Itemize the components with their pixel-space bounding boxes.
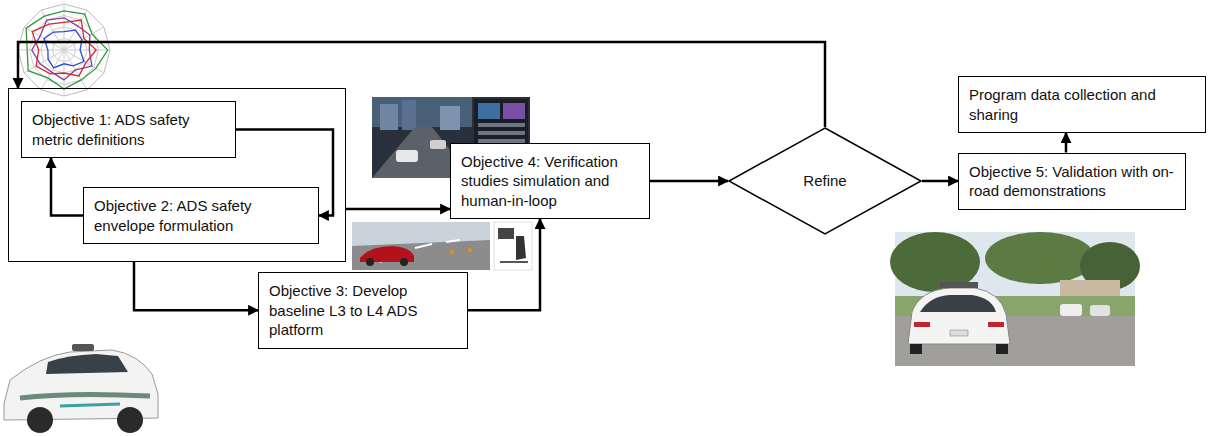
tail-light: [988, 322, 1004, 327]
sky: [352, 222, 490, 270]
roof-sensor: [940, 282, 978, 288]
car: [396, 150, 418, 162]
process-box: Objective 4: Verification studies simula…: [450, 143, 650, 220]
rig-frame: [500, 261, 528, 263]
radar-ring: [18, 4, 110, 96]
car: [430, 140, 446, 149]
flow-arrow: [1065, 133, 1068, 153]
diamond-shape: [729, 128, 921, 234]
tail-light: [914, 322, 930, 327]
wheel: [910, 344, 922, 354]
radar-series: [32, 20, 96, 76]
building: [440, 106, 460, 130]
panel-tile: [478, 103, 500, 119]
tree: [985, 232, 1095, 284]
driving-simulator: [352, 222, 532, 270]
panel-row: [478, 131, 525, 135]
process-box: Program data collection and sharing: [958, 76, 1206, 133]
cone: [468, 248, 472, 252]
building: [402, 100, 416, 130]
wheel: [366, 258, 374, 266]
flow-arrow: [468, 219, 540, 310]
building: [380, 104, 398, 130]
radar-series: [44, 30, 84, 68]
group-box: Objective 1: ADS safety metric definitio…: [8, 88, 346, 262]
cone: [450, 250, 454, 254]
test-car: [908, 288, 1010, 344]
flow-arrow: [134, 262, 258, 310]
node-text: Objective 2: ADS safety envelope formula…: [94, 196, 308, 235]
wheel: [27, 407, 53, 433]
flow-arrow: [346, 208, 450, 211]
rear-window: [920, 295, 996, 312]
car-window: [46, 354, 128, 374]
radar-spokes: [18, 4, 110, 96]
wheel: [400, 258, 408, 266]
flow-arrow: [650, 180, 728, 183]
cockpit-photo: [494, 222, 532, 270]
node-text: Program data collection and sharing: [969, 85, 1195, 124]
car-stripe: [60, 404, 120, 406]
radar-series: [26, 11, 108, 89]
process-box: Objective 1: ADS safety metric definitio…: [21, 101, 236, 158]
on-road-photo: [890, 232, 1140, 366]
node-text: Objective 1: ADS safety metric definitio…: [32, 110, 225, 149]
roof-sensor: [72, 344, 94, 351]
panel-tile: [503, 103, 525, 119]
parked-car: [1060, 304, 1082, 316]
flow-arrow: [51, 158, 83, 216]
flow-arrow: [922, 180, 958, 183]
wheel: [117, 407, 143, 433]
ground: [352, 240, 490, 270]
wheel: [996, 344, 1008, 354]
node-text: Refine: [803, 171, 846, 191]
panel-row: [478, 123, 525, 127]
node-text: Objective 5: Validation with on-road dem…: [969, 162, 1175, 201]
autonomous-car: [4, 344, 158, 433]
plate: [950, 330, 968, 336]
parked-car: [1090, 305, 1110, 316]
radar-chart: [18, 4, 110, 96]
seat: [516, 236, 526, 260]
monitor: [498, 228, 514, 239]
decision-diamond: Refine: [728, 127, 922, 235]
node-text: Objective 4: Verification studies simula…: [461, 152, 639, 211]
car-stripe: [20, 394, 150, 398]
node-text: Objective 3: Develop baseline L3 to L4 A…: [269, 281, 457, 340]
process-box: Objective 5: Validation with on-road dem…: [958, 153, 1186, 210]
tree: [890, 232, 980, 292]
process-box: Objective 3: Develop baseline L3 to L4 A…: [258, 272, 468, 349]
process-box: Objective 2: ADS safety envelope formula…: [83, 187, 319, 244]
